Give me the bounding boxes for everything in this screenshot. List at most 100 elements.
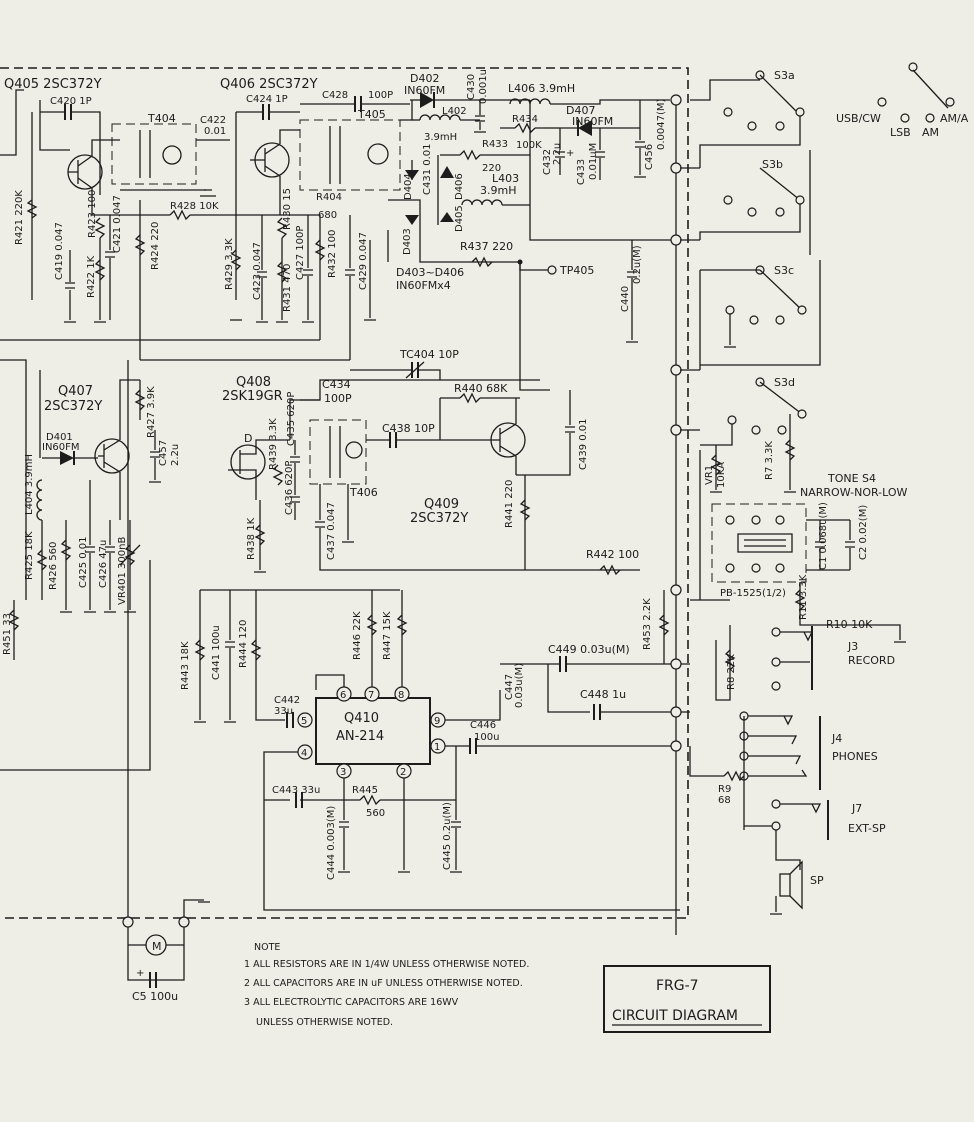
q408-label-b: 2SK19GR bbox=[222, 389, 283, 404]
r446-label: R446 22K bbox=[352, 611, 363, 660]
model-label: FRG-7 bbox=[656, 978, 699, 994]
r444-label: R444 120 bbox=[238, 620, 249, 668]
l402-label: L402 bbox=[442, 106, 467, 117]
r438-label: R438 1K bbox=[246, 517, 257, 560]
switch-s3a: S3a bbox=[699, 69, 805, 168]
r428-label: R428 10K bbox=[170, 201, 219, 212]
c419-label: C419 0.047 bbox=[54, 222, 65, 280]
r7-label: R7 3.3K bbox=[764, 441, 775, 480]
q409-stage: R440 68K C438 10P C439 0.01 R441 220 Q40… bbox=[366, 382, 639, 576]
d404-label: D404 bbox=[403, 173, 414, 200]
s3a-label: S3a bbox=[774, 69, 795, 82]
j7-label-b: EXT-SP bbox=[848, 822, 886, 835]
tone-label-a: TONE S4 bbox=[827, 472, 876, 485]
tone-switch-s4: TONE S4 NARROW-NOR-LOW PB-1525(1/2) C1 0… bbox=[699, 450, 908, 643]
t405-label: T405 bbox=[357, 108, 386, 121]
ic-pin-8: 8 bbox=[398, 690, 404, 701]
l404-label: L404 3.9mH bbox=[24, 454, 35, 515]
c428-label: C428 bbox=[322, 90, 348, 101]
c443-label: C443 33u bbox=[272, 785, 320, 796]
motor-label: M bbox=[152, 940, 162, 953]
q408-symbol bbox=[230, 444, 266, 480]
plus-c432: + bbox=[566, 148, 574, 159]
r422-label: R422 1K bbox=[86, 255, 97, 298]
j7-label-a: J7 bbox=[851, 802, 862, 815]
r440-label: R440 68K bbox=[454, 382, 508, 395]
note-line-1: 1 ALL RESISTORS ARE IN 1/4W UNLESS OTHER… bbox=[244, 959, 529, 970]
c2-label: C2 0.02(M) bbox=[858, 505, 869, 560]
switch-s3c: S3c bbox=[699, 260, 821, 370]
c428-value: 100P bbox=[368, 90, 393, 101]
ic-pin-4: 4 bbox=[301, 748, 307, 759]
c432-label-a: C432 bbox=[542, 149, 553, 175]
r433-value: 220 bbox=[482, 163, 501, 174]
q409-label-a: Q409 bbox=[424, 497, 459, 512]
d405-label: D405 bbox=[454, 205, 465, 232]
t406-label: T406 bbox=[349, 486, 378, 499]
ic-pin-9: 9 bbox=[434, 716, 440, 727]
r453-label: R453 2.2K bbox=[642, 598, 653, 650]
r443-label: R443 18K bbox=[180, 641, 191, 690]
r431-label: R431 470 bbox=[282, 264, 293, 312]
ic-pin-3: 3 bbox=[340, 767, 346, 778]
c422-label-b: 0.01 bbox=[204, 126, 226, 137]
tp405-label: TP405 bbox=[559, 264, 594, 277]
c434-label-b: 100P bbox=[324, 392, 352, 405]
c435-label: C435 620P bbox=[286, 392, 297, 446]
c442-label-b: 33u bbox=[274, 706, 293, 717]
l403-value: 3.9mH bbox=[480, 184, 516, 197]
d403-406-label-b: IN60FMx4 bbox=[396, 279, 451, 292]
c422-label-a: C422 bbox=[200, 115, 226, 126]
mode-indicator: USB/CW LSB AM AM/A bbox=[836, 62, 969, 139]
r424-label: R424 220 bbox=[150, 222, 161, 270]
detector-section: D402 IN60FM L402 3.9mH C430 0.001u L406 … bbox=[387, 69, 676, 391]
jack-j7-ext-sp: J7 EXT-SP bbox=[744, 799, 886, 870]
t404-label: T404 bbox=[147, 112, 176, 125]
c420-label: C420 1P bbox=[50, 96, 92, 107]
l406-label: L406 3.9mH bbox=[508, 82, 575, 95]
r427-label: R427 3.9K bbox=[146, 386, 157, 438]
mode-am-a: AM/A bbox=[940, 112, 969, 125]
c448-label: C448 1u bbox=[580, 688, 626, 701]
mode-usb-cw: USB/CW bbox=[836, 112, 881, 125]
c430-label-a: C430 bbox=[466, 74, 477, 100]
r447-label: R447 15K bbox=[382, 611, 393, 660]
switch-s3b: S3b bbox=[699, 150, 811, 255]
q405-stage: Q405 2SC372Y C420 1P R421 220K R423 100 … bbox=[4, 77, 161, 360]
speaker: SP bbox=[770, 860, 824, 915]
note-line-4: UNLESS OTHERWISE NOTED. bbox=[256, 1017, 393, 1028]
d407-label-b: IN60FM bbox=[572, 115, 613, 128]
c446-label-b: 100u bbox=[474, 732, 499, 743]
q408-stage: Q408 2SK19GR D R439 3.3K C435 620P C436 … bbox=[222, 348, 540, 573]
s3d-label: S3d bbox=[774, 376, 795, 389]
d406-label: D406 bbox=[454, 173, 465, 200]
c1-label: C1 0.068u(M) bbox=[818, 502, 829, 570]
plus-c5: + bbox=[136, 968, 144, 979]
note-line-2: 2 ALL CAPACITORS ARE IN uF UNLESS OTHERW… bbox=[244, 978, 523, 989]
s3c-label: S3c bbox=[774, 264, 794, 277]
c456-label-b: 0.0047(M) bbox=[656, 98, 667, 150]
ic-pin-2: 2 bbox=[400, 767, 406, 778]
q408-label-a: Q408 bbox=[236, 375, 271, 390]
c440-label-b: 0.2u(M) bbox=[632, 245, 643, 284]
mode-am: AM bbox=[922, 126, 939, 139]
q407-symbol bbox=[94, 438, 130, 474]
d403-406-label-a: D403~D406 bbox=[396, 266, 464, 279]
q407-label-b: 2SC372Y bbox=[44, 399, 102, 414]
q405-label: Q405 2SC372Y bbox=[4, 77, 102, 92]
q409-label-b: 2SC372Y bbox=[410, 511, 468, 526]
t406-transformer: T406 C437 0.047 bbox=[309, 419, 640, 571]
r442-label: R442 100 bbox=[586, 548, 639, 561]
r439-label: R439 3.3K bbox=[268, 418, 279, 470]
jack-j4-phones: J4 PHONES R9 68 bbox=[689, 711, 878, 830]
ic-pin-7: 7 bbox=[368, 690, 374, 701]
t404-transformer: T404 C422 0.01 bbox=[100, 112, 230, 197]
vr1-label-a: VR1 bbox=[704, 465, 715, 485]
r404-label-b: 680 bbox=[318, 210, 337, 221]
d401-label-b: IN60FM bbox=[42, 442, 80, 453]
s3b-label: S3b bbox=[762, 158, 783, 171]
ic-pin-1: 1 bbox=[434, 742, 440, 753]
r434-label-b: 100K bbox=[516, 140, 542, 151]
r425-label: R425 18K bbox=[24, 531, 35, 580]
